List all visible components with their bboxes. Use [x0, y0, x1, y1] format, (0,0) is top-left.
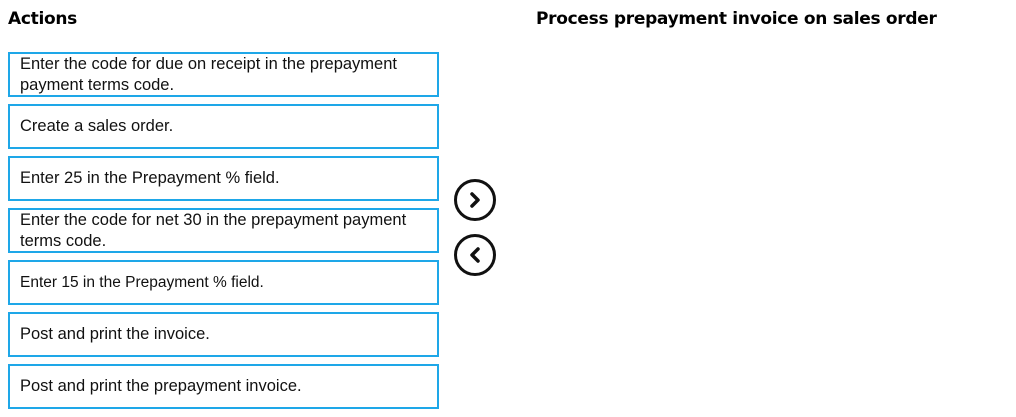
action-item[interactable]: Enter the code for due on receipt in the…: [8, 52, 439, 97]
action-label: Enter 25 in the Prepayment % field.: [20, 169, 280, 187]
action-item[interactable]: Enter 15 in the Prepayment % field.: [8, 260, 439, 305]
actions-heading: Actions: [8, 9, 77, 29]
chevron-left-icon: [470, 247, 480, 263]
chevron-right-icon: [470, 192, 480, 208]
action-label: Post and print the invoice.: [20, 325, 210, 343]
action-item[interactable]: Post and print the prepayment invoice.: [8, 364, 439, 409]
action-label: Create a sales order.: [20, 117, 174, 135]
action-label: Enter the code for due on receipt in the…: [20, 54, 397, 94]
action-label: Post and print the prepayment invoice.: [20, 377, 302, 395]
move-left-button[interactable]: [454, 234, 496, 276]
action-label: Enter 15 in the Prepayment % field.: [20, 274, 264, 291]
move-right-button[interactable]: [454, 179, 496, 221]
answer-heading: Process prepayment invoice on sales orde…: [536, 9, 937, 29]
action-item[interactable]: Enter 25 in the Prepayment % field.: [8, 156, 439, 201]
action-label: Enter the code for net 30 in the prepaym…: [20, 210, 407, 250]
action-item[interactable]: Post and print the invoice.: [8, 312, 439, 357]
action-item[interactable]: Create a sales order.: [8, 104, 439, 149]
action-item[interactable]: Enter the code for net 30 in the prepaym…: [8, 208, 439, 253]
